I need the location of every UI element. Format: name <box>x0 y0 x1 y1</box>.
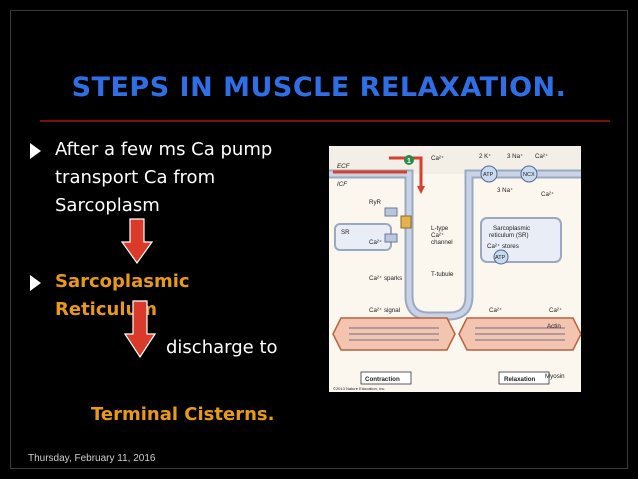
slide-frame <box>10 10 628 469</box>
ca-sparks-label: Ca²⁺ sparks <box>369 275 402 282</box>
k-label: 2 K⁺ <box>479 153 492 160</box>
slide-title: STEPS IN MUSCLE RELAXATION. <box>71 72 567 103</box>
ltype-label: L-type <box>431 225 449 232</box>
slide-date: Thursday, February 11, 2016 <box>28 453 156 464</box>
ca-stores-label: Ca²⁺ stores <box>487 243 519 250</box>
icf-label: ICF <box>337 181 348 188</box>
ca-label-6: Ca²⁺ <box>489 307 502 314</box>
bullet-arrow-icon <box>30 275 41 291</box>
ttubule-label: T-tubule <box>431 271 454 278</box>
sr-label: SR <box>341 229 350 236</box>
ca-label-7: Ca²⁺ <box>549 307 562 314</box>
muscle-relaxation-diagram: 1 ECF ICF Ca²⁺ 2 K⁺ 3 Na⁺ Ca²⁺ ATP <box>329 146 582 392</box>
bullet2-line1: Sarcoplasmic <box>55 271 190 292</box>
bullet1-line2: transport Ca from <box>55 167 216 188</box>
step-one-badge <box>404 155 414 165</box>
atp-pump-label: ATP <box>483 172 494 178</box>
myosin-label: Myosin <box>545 373 565 380</box>
ca-signal-label: Ca²⁺ signal <box>369 307 400 314</box>
bullet1-line3: Sarcoplasm <box>55 195 160 216</box>
sr-box-label-1: Sarcoplasmic <box>493 225 530 232</box>
title-divider <box>40 120 610 122</box>
ca-label-2: Ca²⁺ <box>535 153 548 160</box>
down-arrow-icon <box>121 218 153 264</box>
ca-label-3: Ca²⁺ <box>541 191 554 198</box>
discharge-text: discharge to <box>166 337 278 358</box>
actin-label: Actin <box>547 323 561 330</box>
step-number: 1 <box>407 158 411 165</box>
bullet-arrow-icon <box>30 143 41 159</box>
down-arrow-icon <box>124 300 156 358</box>
bullet1-line1: After a few ms Ca pump <box>55 139 273 160</box>
ncx-label: NCX <box>523 172 535 178</box>
relaxation-label: Relaxation <box>504 376 536 383</box>
contraction-label: Contraction <box>365 376 400 383</box>
ca-ltype-label: Ca²⁺ <box>431 232 444 239</box>
channel-label: channel <box>431 239 453 246</box>
ca-sr-label: Ca²⁺ <box>369 239 382 246</box>
na-label: 3 Na⁺ <box>507 153 523 160</box>
na-label-2: 3 Na⁺ <box>497 187 513 194</box>
terminal-cisterns-text: Terminal Cisterns. <box>91 404 275 425</box>
ecf-label: ECF <box>337 163 351 170</box>
ca-top-label: Ca²⁺ <box>431 155 444 162</box>
ryr-label: RyR <box>369 199 382 206</box>
atp-sr-label: ATP <box>495 255 506 261</box>
copyright-text: ©2013 Nature Education, Inc. <box>333 386 386 391</box>
sr-box-label-2: reticulum (SR) <box>489 232 529 239</box>
bullet2-line2: Reticulum <box>55 299 158 320</box>
